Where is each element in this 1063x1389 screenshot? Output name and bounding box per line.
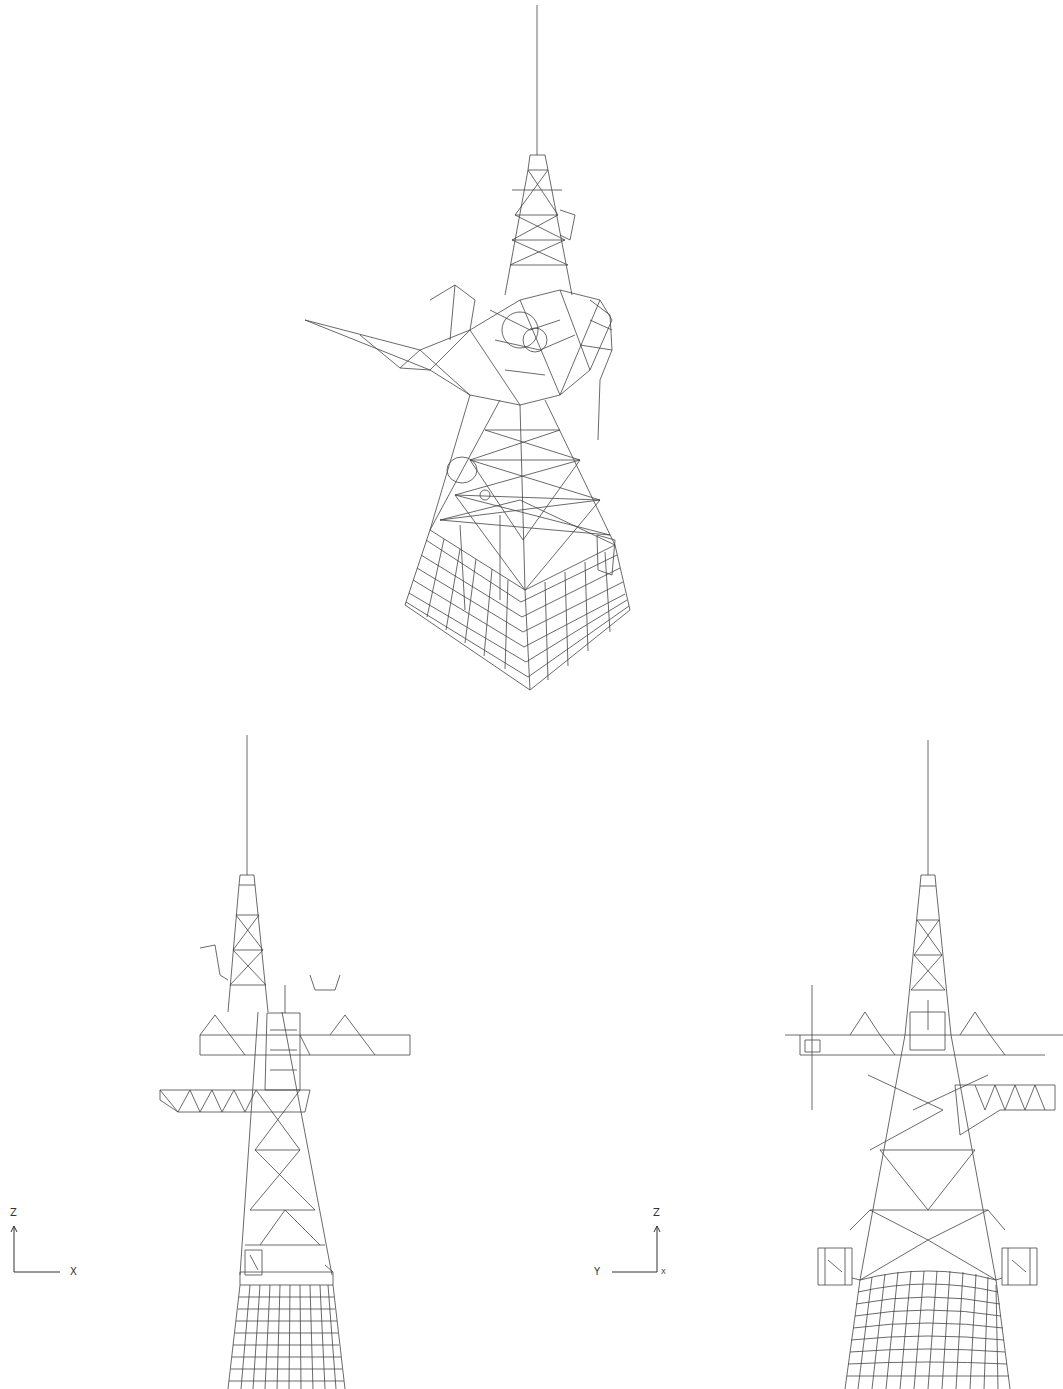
axis-label: Z bbox=[10, 1208, 17, 1218]
axis-label: X bbox=[661, 1269, 666, 1276]
axis-label: X bbox=[70, 1267, 77, 1277]
axis-triad bbox=[11, 1226, 660, 1272]
axis-label: Y bbox=[594, 1267, 600, 1277]
front-elevation bbox=[160, 735, 410, 1389]
isometric-view bbox=[305, 5, 630, 690]
axis-label: Z bbox=[653, 1208, 660, 1218]
side-elevation bbox=[785, 740, 1063, 1389]
